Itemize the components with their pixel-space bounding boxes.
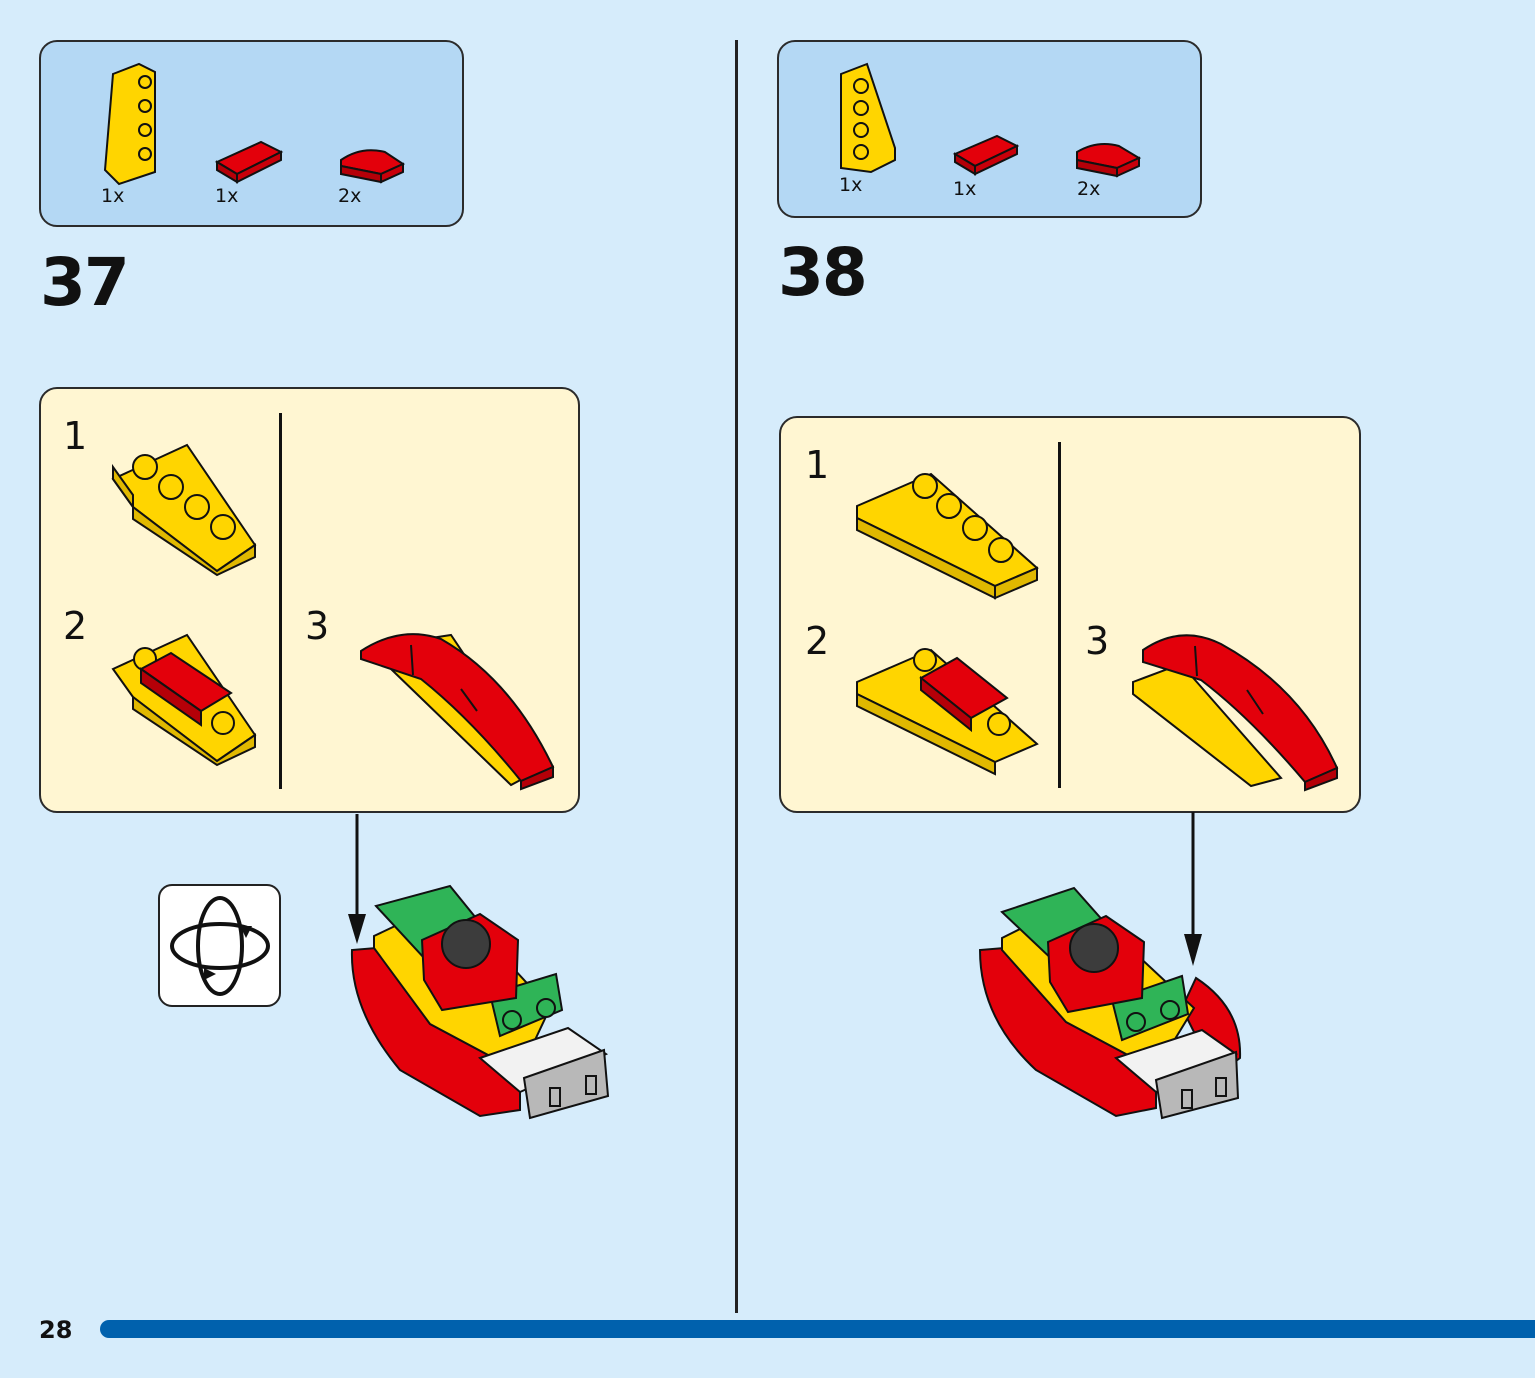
parts-illustration — [103, 62, 406, 186]
substep-divider — [279, 413, 282, 789]
yellow-wedge-plate-icon — [856, 472, 1039, 600]
parts-illustration — [840, 62, 1142, 178]
part-qty: 2x — [1077, 178, 1101, 200]
red-curved-wing-icon — [1132, 634, 1339, 792]
part-qty: 1x — [101, 185, 125, 207]
red-curved-slope-icon — [340, 149, 406, 184]
rotate-model-icon — [158, 884, 281, 1007]
red-curved-wing-icon — [360, 633, 555, 791]
substep-number: 2 — [63, 604, 88, 648]
step-number: 38 — [778, 234, 868, 311]
yellow-wedge-plate-icon — [103, 62, 156, 186]
substep-divider — [1058, 442, 1061, 788]
step-number: 37 — [40, 244, 130, 321]
red-tile-icon — [952, 134, 1020, 176]
part-qty: 1x — [839, 174, 863, 196]
part-qty: 2x — [338, 185, 362, 207]
rotate-arrows-icon — [170, 896, 270, 996]
part-qty: 1x — [953, 178, 977, 200]
footer-bar — [100, 1320, 1535, 1338]
yellow-wedge-plate-icon — [840, 62, 896, 174]
page-divider — [735, 40, 738, 1313]
assembly-model-step-37 — [348, 814, 610, 1120]
substep-number: 1 — [63, 414, 88, 458]
yellow-wedge-with-red-tile-icon — [856, 648, 1039, 776]
yellow-wedge-plate-icon — [111, 443, 257, 577]
substep-number: 3 — [1085, 619, 1110, 663]
substep-number: 3 — [305, 604, 330, 648]
parts-list-step-37: 1x 1x 2x — [39, 40, 464, 227]
arrow-head-icon — [348, 914, 366, 944]
red-curved-slope-icon — [1076, 143, 1142, 178]
page-number: 28 — [39, 1316, 73, 1344]
substep-panel-step-37: 1 2 3 — [39, 387, 580, 813]
substep-number: 1 — [805, 443, 830, 487]
red-tile-icon — [214, 140, 284, 184]
substep-panel-step-38: 1 2 3 — [779, 416, 1361, 813]
substep-illustrations — [111, 443, 555, 791]
substep-number: 2 — [805, 619, 830, 663]
part-qty: 1x — [215, 185, 239, 207]
substep-illustrations — [856, 472, 1339, 792]
assembly-model-step-38 — [978, 812, 1242, 1120]
arrow-head-icon — [1184, 934, 1202, 966]
parts-list-step-38: 1x 1x 2x — [777, 40, 1202, 218]
yellow-wedge-with-red-tile-icon — [111, 633, 257, 767]
